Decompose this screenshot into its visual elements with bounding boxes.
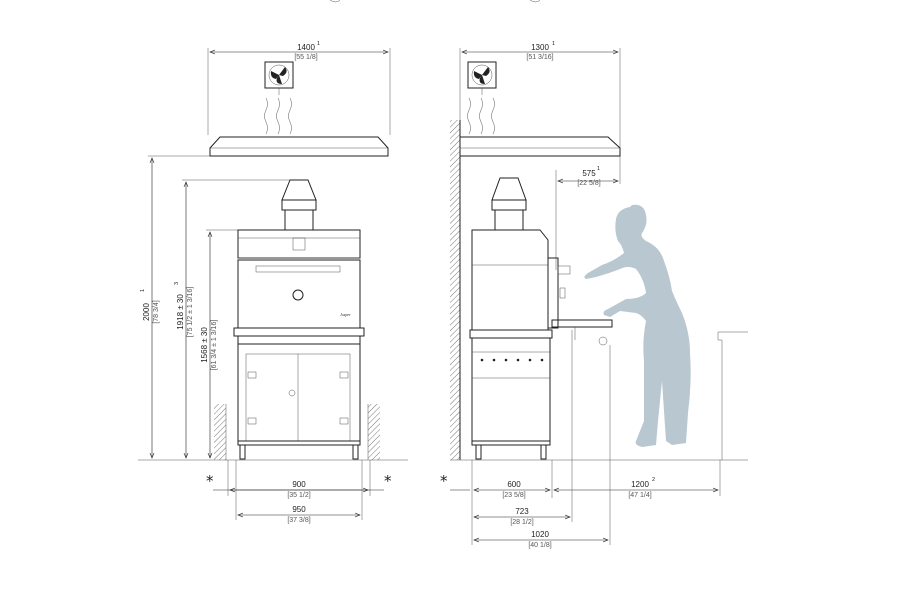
side-hood-overhang-inch: [22 5/8] [577, 180, 600, 187]
side-view: 1300 1 [51 3/16] 575 1 [22 5/8] [440, 41, 748, 549]
front-hood-width-inch: [55 1/8] [294, 54, 317, 61]
side-hood-depth-value: 1300 [531, 43, 549, 52]
side-chimney [491, 177, 527, 231]
side-oven-body [469, 229, 613, 346]
exhaust-airflow-lines [467, 97, 495, 135]
side-hood-depth-note: 1 [552, 41, 555, 47]
front-hood-width-dimension: 1400 1 [55 1/8] [207, 41, 391, 135]
front-star-right: * [384, 472, 392, 490]
side-depth-door-inch: [28 1/2] [510, 519, 533, 526]
front-width-body-dimension: 900 [35 1/2] * * [206, 460, 392, 499]
side-depth-body-value: 600 [507, 480, 521, 489]
side-depth-door-dimension: 723 [28 1/2] [474, 330, 573, 526]
side-depth-total-inch: [40 1/8] [528, 542, 551, 549]
side-hood [459, 136, 621, 157]
front-hood-width-note: 1 [317, 41, 320, 47]
fan-icon [264, 61, 294, 95]
exhaust-airflow-lines [264, 97, 292, 135]
front-width-total-dimension: 950 [37 3/8] [235, 460, 363, 524]
front-height-chimney-value: 1918 ± 30 [176, 294, 185, 330]
side-cabinet [471, 337, 551, 460]
top-cutoff-marks [329, 0, 541, 3]
side-depth-body-dimension: 600 [23 5/8] * [440, 460, 553, 545]
front-height-body-inch: [61 3/4 ± 1 3/16] [211, 320, 218, 371]
front-chimney [281, 179, 317, 231]
front-oven-body: Josper [233, 229, 365, 337]
front-height-chimney-dimension: 1918 ± 30 3 [75 1/2 ± 1 3/16] [174, 179, 290, 458]
front-view: 1400 1 [55 1/8] [138, 41, 408, 524]
front-width-total-value: 950 [292, 505, 306, 514]
front-height-chimney-note: 3 [174, 282, 180, 285]
side-hood-overhang-value: 575 [582, 169, 596, 178]
front-brand-label: Josper [340, 312, 351, 317]
side-hood-depth-inch: [51 3/16] [526, 54, 553, 61]
front-side-wall-hatching [214, 404, 380, 460]
front-height-body-dimension: 1568 ± 30 [61 3/4 ± 1 3/16] [200, 229, 238, 458]
fan-icon [467, 61, 497, 95]
front-hood-width-value: 1400 [297, 43, 315, 52]
front-height-total-note: 1 [140, 289, 146, 292]
side-hood-overhang-note: 1 [597, 166, 600, 172]
side-wall [450, 120, 461, 460]
side-counter [717, 331, 748, 460]
side-clearance-note: 2 [652, 477, 655, 483]
front-star-left: * [206, 472, 214, 490]
hinge-marks [247, 371, 349, 425]
front-height-body-value: 1568 ± 30 [200, 327, 209, 363]
side-clearance-value: 1200 [631, 480, 649, 489]
front-width-body-inch: [35 1/2] [287, 492, 310, 499]
front-height-total-dimension: 2000 1 [78 3/4] [140, 155, 210, 458]
side-clearance-dimension: 1200 2 [47 1/4] [554, 460, 721, 499]
front-height-total-value: 2000 [142, 303, 151, 321]
front-height-total-inch: [78 3/4] [153, 300, 160, 323]
side-depth-total-dimension: 1020 [40 1/8] [474, 345, 611, 549]
side-hood-overhang-dimension: 575 1 [22 5/8] [555, 166, 618, 270]
front-width-body-value: 900 [292, 480, 306, 489]
side-depth-total-value: 1020 [531, 530, 549, 539]
front-hood [209, 136, 389, 157]
chef-silhouette [584, 204, 691, 447]
side-star: * [440, 472, 448, 490]
side-depth-body-inch: [23 5/8] [502, 492, 525, 499]
front-width-total-inch: [37 3/8] [287, 517, 310, 524]
front-height-chimney-inch: [75 1/2 ± 1 3/16] [187, 287, 194, 338]
side-depth-door-value: 723 [515, 507, 529, 516]
side-clearance-inch: [47 1/4] [628, 492, 651, 499]
side-hood-depth-dimension: 1300 1 [51 3/16] [459, 41, 621, 184]
front-cabinet [237, 335, 361, 460]
